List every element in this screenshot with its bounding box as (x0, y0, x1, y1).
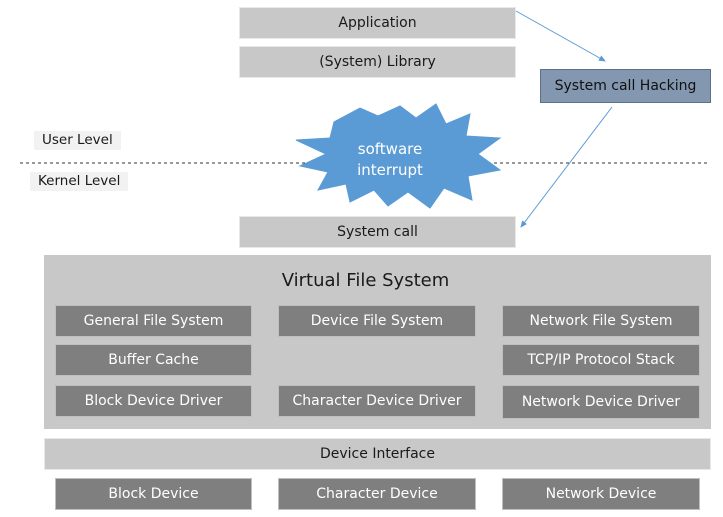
software-interrupt-burst (295, 103, 502, 209)
application-box: Application (239, 7, 516, 39)
kernel-level-label: Kernel Level (30, 172, 129, 191)
tcp-ip-protocol-stack-box: TCP/IP Protocol Stack (502, 344, 700, 376)
general-file-system-box: General File System (55, 305, 252, 337)
network-file-system-box: Network File System (502, 305, 700, 337)
block-device-box: Block Device (55, 478, 252, 510)
block-device-driver-box: Block Device Driver (55, 385, 252, 417)
buffer-cache-box: Buffer Cache (55, 344, 252, 376)
system-call-box: System call (239, 216, 516, 248)
interrupt-line1: software (358, 140, 422, 158)
virtual-file-system-title: Virtual File System (281, 270, 450, 291)
arrow-hacking-to-system-call (520, 106, 613, 228)
system-library-box: (System) Library (239, 46, 516, 78)
device-interface-box: Device Interface (44, 438, 711, 470)
system-call-hacking-box: System call Hacking (540, 69, 711, 103)
character-device-box: Character Device (278, 478, 476, 510)
device-file-system-box: Device File System (278, 305, 476, 337)
user-level-label: User Level (34, 131, 121, 150)
interrupt-line2: interrupt (357, 161, 423, 179)
character-device-driver-box: Character Device Driver (278, 385, 476, 417)
network-device-driver-box: Network Device Driver (502, 385, 700, 419)
arrow-application-to-hacking (515, 10, 606, 62)
network-device-box: Network Device (502, 478, 700, 510)
